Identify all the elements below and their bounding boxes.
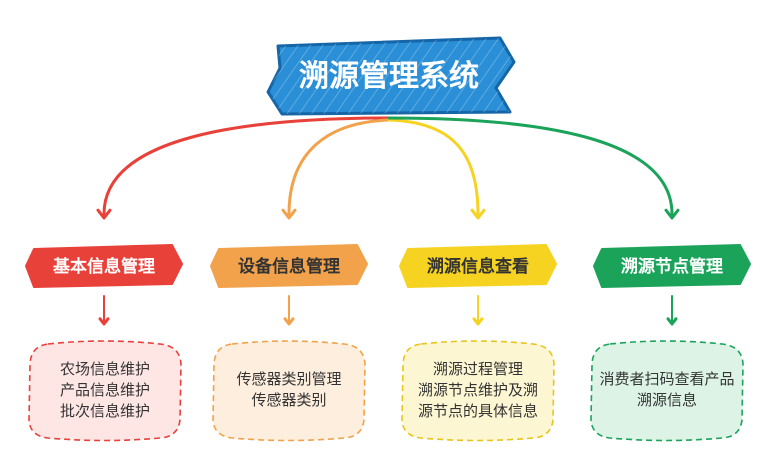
- root-node: 溯源管理系统: [266, 36, 516, 116]
- detail-arrowhead: [666, 317, 678, 326]
- category-node-device-info: 设备信息管理: [210, 244, 368, 288]
- root-connector: [387, 118, 480, 216]
- category-node-trace-node: 溯源节点管理: [593, 244, 751, 288]
- category-label: 基本信息管理: [52, 256, 155, 277]
- category-shape: [593, 244, 751, 288]
- category-node-basic-info: 基本信息管理: [25, 244, 183, 288]
- detail-box-basic-info: 农场信息维护 产品信息维护 批次信息维护: [28, 340, 182, 442]
- detail-box-shape: [590, 340, 744, 442]
- detail-arrowhead: [98, 317, 110, 326]
- detail-line: 溯源节点维护及溯: [418, 381, 538, 399]
- detail-box-trace-view: 溯源过程管理 溯源节点维护及溯 源节点的具体信息: [401, 340, 555, 442]
- category-node-trace-view: 溯源信息查看: [399, 244, 557, 288]
- detail-boxes: 农场信息维护 产品信息维护 批次信息维护 传感器类别管理 传感器类别 溯源过程管…: [28, 340, 744, 442]
- detail-arrowhead: [283, 317, 295, 326]
- detail-box-device-info: 传感器类别管理 传感器类别: [212, 340, 366, 442]
- category-shape: [210, 244, 368, 288]
- root-connector: [287, 118, 391, 216]
- detail-box-trace-node: 消费者扫码查看产品 溯源信息: [590, 340, 744, 442]
- root-connector: [387, 116, 674, 216]
- connector-arrowhead: [281, 208, 297, 220]
- category-shape: [399, 244, 557, 288]
- category-shape: [25, 244, 183, 288]
- category-label: 设备信息管理: [238, 256, 340, 277]
- root-title: 溯源管理系统: [299, 59, 479, 94]
- detail-line: 农场信息维护: [60, 360, 150, 378]
- connector-arrowhead: [96, 208, 112, 220]
- detail-box-shape: [212, 340, 366, 442]
- detail-arrowhead: [472, 317, 484, 326]
- detail-line: 批次信息维护: [60, 402, 150, 420]
- detail-line: 消费者扫码查看产品: [599, 370, 734, 388]
- root-connector: [102, 116, 391, 216]
- detail-line: 源节点的具体信息: [418, 402, 538, 420]
- connector-arrowhead: [470, 208, 486, 220]
- connector-arrowhead: [664, 208, 680, 220]
- detail-line: 溯源过程管理: [433, 360, 523, 378]
- category-label: 溯源信息查看: [427, 256, 529, 277]
- category-label: 溯源节点管理: [621, 256, 723, 277]
- category-nodes: 基本信息管理 设备信息管理 溯源信息查看 溯源节点管理: [25, 244, 751, 288]
- detail-line: 产品信息维护: [60, 381, 150, 399]
- detail-line: 传感器类别管理: [236, 370, 341, 388]
- connectors: [96, 116, 680, 326]
- root-node-hatch: [268, 38, 514, 114]
- detail-box-shape: [401, 340, 555, 442]
- detail-box-shape: [28, 340, 182, 442]
- detail-line: 溯源信息: [637, 391, 697, 409]
- detail-line: 传感器类别: [251, 391, 326, 409]
